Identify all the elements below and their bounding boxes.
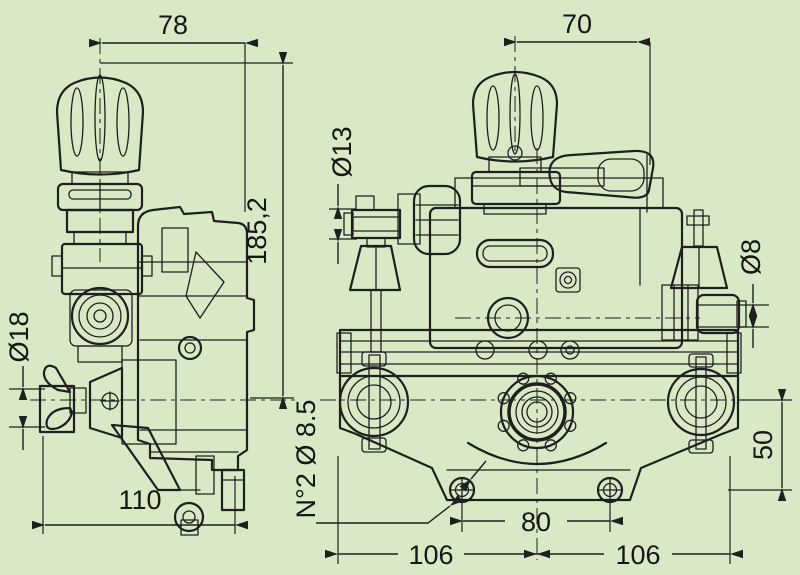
dim-knob-offset-front: 70 <box>504 9 651 165</box>
dim-78-label: 78 <box>158 10 188 40</box>
dim-d8-label: Ø8 <box>736 239 766 275</box>
dim-mount-hole-spacing: 80 <box>450 503 623 537</box>
dim-base-depth: 110 <box>32 436 248 534</box>
pump-body-side <box>110 205 256 536</box>
control-lever <box>519 149 655 199</box>
dim-outlet-diameter: Ø8 <box>736 239 769 348</box>
mounting-hole-right <box>596 476 624 504</box>
dimension-annotations: 78 70 185,2 Ø13 Ø18 <box>4 9 792 570</box>
front-regulator-knob <box>470 70 562 215</box>
dim-inlet-diameter: Ø13 <box>327 126 357 264</box>
front-view <box>320 36 747 560</box>
pressure-regulator-knob <box>55 74 145 176</box>
dim-n2-label: N°2 Ø 8.5 <box>291 400 321 519</box>
left-valve-cone <box>348 237 402 353</box>
central-port <box>466 372 608 465</box>
dim-overall-height: 185,2 <box>100 52 294 409</box>
dim-50-label: 50 <box>748 430 778 460</box>
outlet-manifold <box>661 284 747 341</box>
dim-mount-hole-height: 50 <box>728 389 792 501</box>
valve-boss <box>69 286 133 363</box>
mounting-hole-left <box>448 476 476 504</box>
dim-70-label: 70 <box>562 9 592 39</box>
dim-106-left-label: 106 <box>408 540 453 570</box>
dim-80-label: 80 <box>521 507 551 537</box>
diaphragm-cover-left <box>338 351 410 453</box>
regulator-stack <box>51 171 153 296</box>
dim-mounting-holes-callout: N°2 Ø 8.5 <box>291 400 487 524</box>
side-view <box>30 38 298 536</box>
filter-knob <box>397 184 462 256</box>
dim-knob-offset-side: 78 <box>89 10 258 48</box>
wing-nut-port <box>38 359 177 445</box>
dim-d18-label: Ø18 <box>4 311 34 362</box>
right-valve-cone <box>669 209 729 290</box>
dim-d13-label: Ø13 <box>327 126 357 177</box>
dim-185-label: 185,2 <box>242 197 272 265</box>
dim-half-widths: 106 106 <box>325 456 743 570</box>
inlet-port <box>343 195 402 240</box>
diaphragm-cover-right <box>666 353 736 454</box>
lower-body <box>336 328 742 378</box>
dim-side-port-diameter: Ø18 <box>4 311 45 450</box>
dim-106-right-label: 106 <box>615 540 660 570</box>
dim-110-label: 110 <box>118 485 161 515</box>
